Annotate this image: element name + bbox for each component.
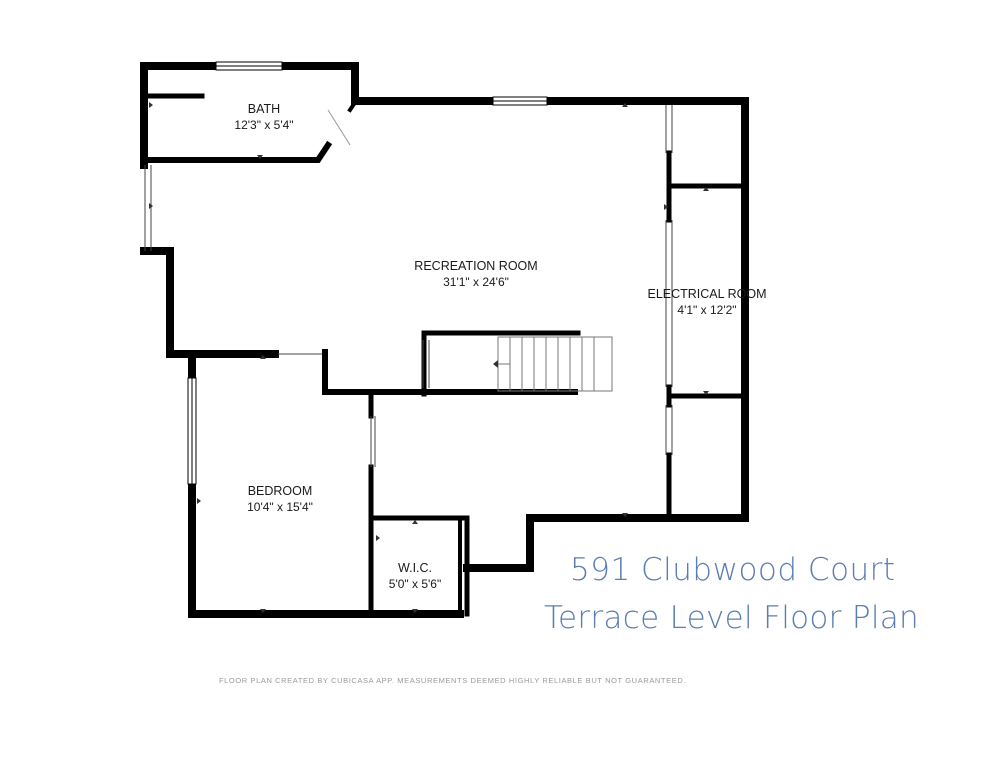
wall-wic	[370, 515, 470, 617]
wall-top	[351, 97, 749, 522]
wall-stair-top	[421, 330, 581, 397]
wall-notch	[463, 514, 749, 572]
bedroom-name: BEDROOM	[248, 484, 313, 498]
disclaimer-text: FLOOR PLAN CREATED BY CUBICASA APP. MEAS…	[218, 676, 687, 685]
bath-dims: 12'3" x 5'4"	[234, 118, 293, 132]
windows	[187, 61, 548, 485]
wall-left-lower	[140, 247, 279, 358]
bath-name: BATH	[248, 102, 280, 116]
wic-name: W.I.C.	[398, 561, 432, 575]
electrical-room-dims: 4'1" x 12'2"	[677, 303, 736, 317]
electrical-room-name: ELECTRICAL ROOM	[647, 287, 766, 301]
plan-title-level: Terrace Level Floor Plan	[544, 600, 920, 636]
stairs	[493, 336, 613, 392]
recreation-room-dims: 31'1" x 24'6"	[443, 275, 509, 289]
wic-dims: 5'0" x 5'6"	[389, 577, 441, 591]
wall-bath-top	[140, 62, 359, 105]
dimension-ticks	[149, 102, 709, 613]
walls	[140, 62, 749, 618]
recreation-room-name: RECREATION ROOM	[414, 259, 537, 273]
wall-partition	[322, 349, 578, 395]
wall-bedroom-left2	[188, 480, 464, 618]
wall-bath-bottom	[141, 140, 333, 163]
bedroom-dims: 10'4" x 15'4"	[247, 500, 313, 514]
plan-title-address: 591 Clubwood Court	[570, 552, 896, 588]
openings	[144, 105, 673, 467]
